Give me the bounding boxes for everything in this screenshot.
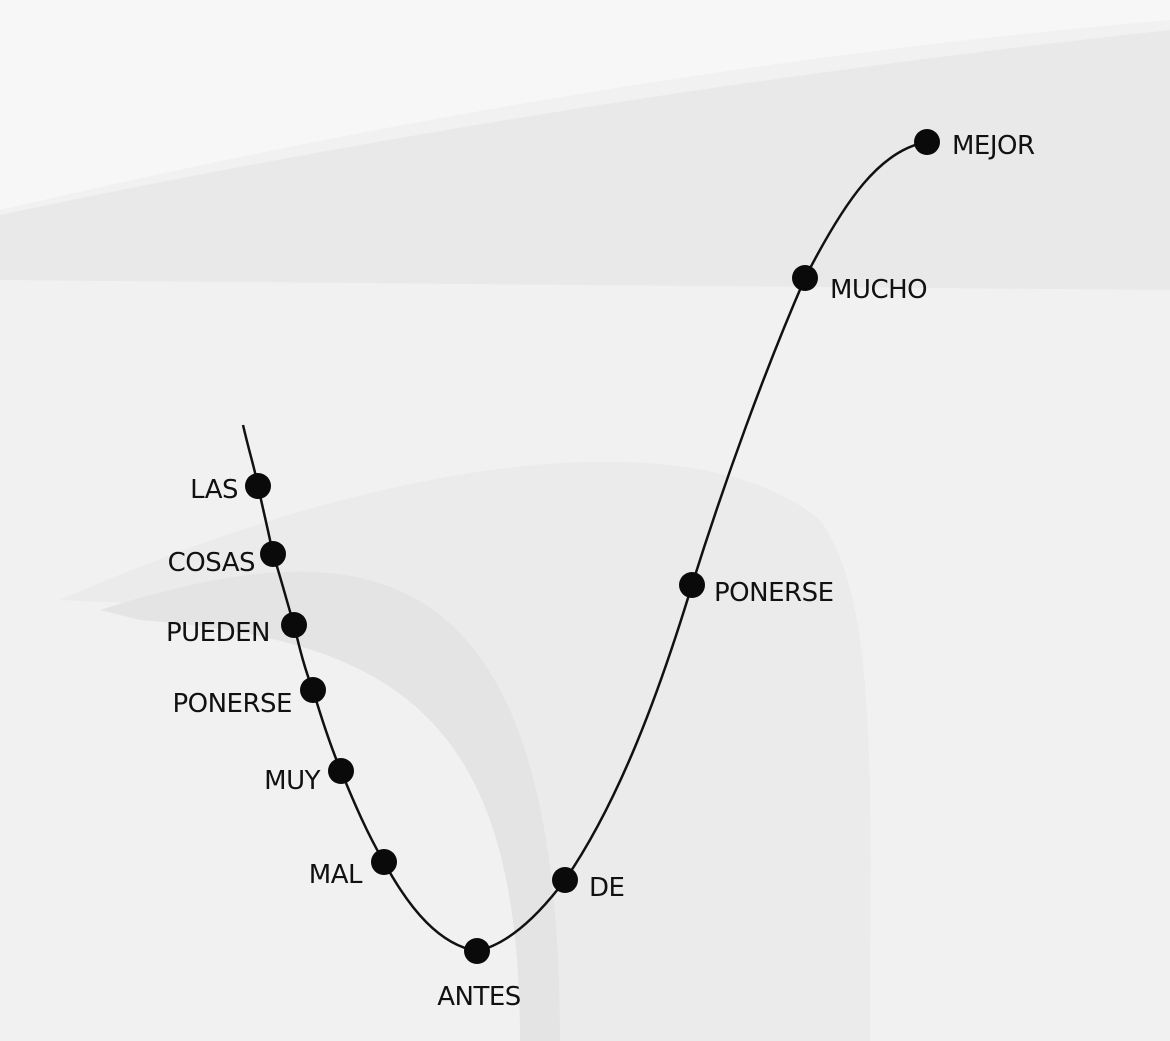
word-label-6: MAL	[309, 860, 363, 890]
marker-dot-6	[371, 849, 397, 875]
word-label-10: MUCHO	[830, 275, 927, 305]
word-label-9: PONERSE	[714, 578, 834, 608]
marker-dot-9	[679, 572, 705, 598]
marker-dot-2	[260, 541, 286, 567]
background-band-middle	[0, 30, 1170, 290]
word-markers: LAS COSAS PUEDEN PONERSE MUY MAL ANTES DE PONERS…	[166, 129, 1035, 1012]
marker-dot-4	[300, 677, 326, 703]
curve-line	[241, 140, 928, 953]
word-label-3: PUEDEN	[166, 618, 270, 648]
background-band-top	[0, 0, 1170, 210]
marker-dot-11	[914, 129, 940, 155]
word-label-8: DE	[589, 873, 624, 903]
word-label-7: ANTES	[437, 982, 521, 1012]
marker-dot-7	[464, 938, 490, 964]
marker-dot-3	[281, 612, 307, 638]
marker-dot-8	[552, 867, 578, 893]
marker-dot-1	[245, 473, 271, 499]
word-label-4: PONERSE	[172, 689, 292, 719]
word-label-2: COSAS	[168, 548, 255, 578]
marker-dot-5	[328, 758, 354, 784]
word-label-5: MUY	[264, 766, 320, 796]
marker-dot-10	[792, 265, 818, 291]
background-arch-inner	[100, 571, 560, 1041]
word-label-11: MEJOR	[952, 131, 1035, 161]
word-label-1: LAS	[190, 475, 238, 505]
